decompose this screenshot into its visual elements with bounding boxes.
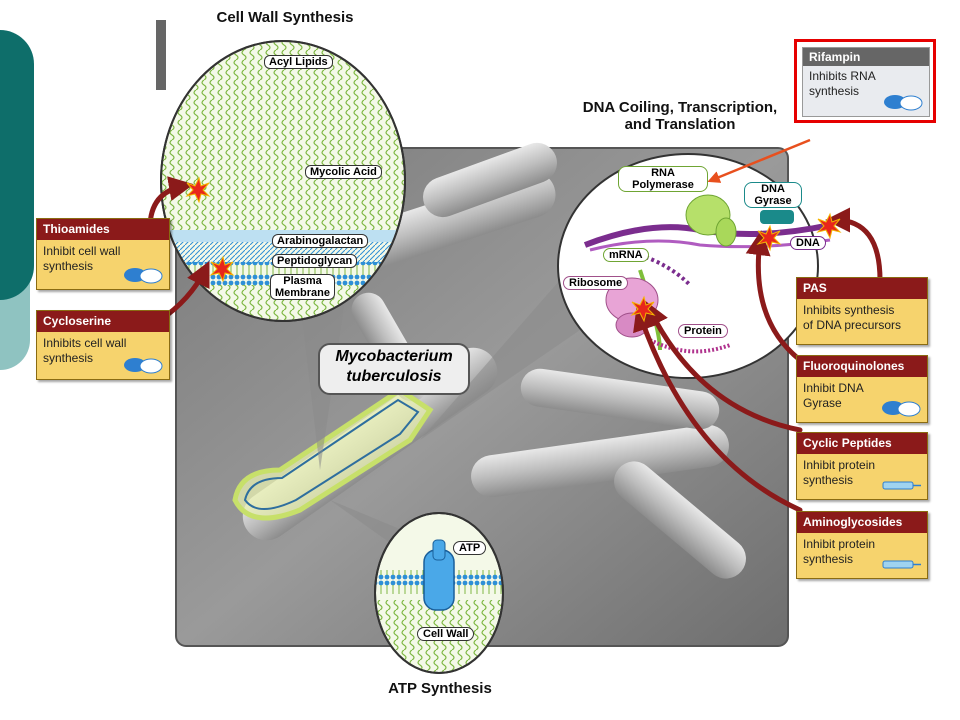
label-atp: ATP bbox=[453, 541, 487, 555]
inhibition-starbursts bbox=[185, 176, 842, 323]
drug-action-line1: Inhibits cell wall bbox=[43, 336, 127, 350]
syringe-icon bbox=[882, 481, 921, 490]
drug-action-line1: Inhibit protein bbox=[803, 537, 876, 551]
label-cell-wall: Cell Wall bbox=[417, 627, 475, 641]
highlighted-bacterium bbox=[232, 386, 434, 521]
drug-action: Inhibit cell wall synthesis bbox=[37, 240, 169, 278]
drug-box-cyclic-peptides: Cyclic Peptides Inhibit protein synthesi… bbox=[796, 432, 928, 500]
drug-action: Inhibits cell wall synthesis bbox=[37, 332, 169, 370]
drug-name: Cycloserine bbox=[37, 311, 169, 332]
label-protein: Protein bbox=[678, 324, 728, 338]
label-rna: RNA bbox=[651, 167, 675, 179]
label-polymerase: Polymerase bbox=[632, 179, 694, 191]
drug-name: Rifampin bbox=[803, 48, 929, 66]
decorative-strip bbox=[156, 20, 166, 90]
drug-name: Thioamides bbox=[37, 219, 169, 240]
label-plasma-membrane: Plasma Membrane bbox=[270, 274, 336, 300]
label-ribosome: Ribosome bbox=[563, 276, 629, 290]
drug-action-line1: Inhibit DNA bbox=[803, 381, 864, 395]
drug-name: Aminoglycosides bbox=[797, 512, 927, 533]
drug-action-line2: of DNA precursors bbox=[803, 318, 902, 332]
drug-action-line1: Inhibits RNA bbox=[809, 69, 876, 83]
cell-wall-panel bbox=[160, 40, 406, 322]
drug-action: Inhibits synthesis of DNA precursors bbox=[797, 299, 927, 337]
drug-name: PAS bbox=[797, 278, 927, 299]
atp-title: ATP Synthesis bbox=[388, 680, 492, 697]
label-mycolic-acid: Mycolic Acid bbox=[305, 165, 382, 179]
label-dna: DNA bbox=[790, 236, 826, 250]
label-rna-polymerase: RNA Polymerase bbox=[618, 166, 708, 192]
organism-line1: Mycobacterium bbox=[335, 348, 453, 365]
drug-action-line2: Gyrase bbox=[803, 396, 842, 410]
organism-line2: tuberculosis bbox=[346, 368, 442, 385]
label-dna-gyrase: DNA Gyrase bbox=[744, 182, 802, 208]
drug-action-line2: synthesis bbox=[43, 351, 94, 365]
drug-action: Inhibit protein synthesis bbox=[797, 533, 927, 571]
pill-icon bbox=[884, 95, 923, 111]
pill-icon bbox=[124, 268, 163, 284]
dna-panel bbox=[557, 153, 831, 379]
drug-box-thioamides: Thioamides Inhibit cell wall synthesis bbox=[36, 218, 170, 290]
drug-action-line2: synthesis bbox=[803, 473, 854, 487]
label-arabinogalactan: Arabinogalactan bbox=[272, 234, 369, 248]
drug-action-line2: synthesis bbox=[809, 84, 860, 98]
syringe-icon bbox=[882, 560, 921, 569]
decorative-bar-teal bbox=[0, 30, 34, 300]
drug-action: Inhibit DNA Gyrase bbox=[797, 377, 927, 415]
label-gyrase-dna: DNA bbox=[761, 183, 785, 195]
label-acyl-lipids: Acyl Lipids bbox=[264, 55, 333, 69]
drug-box-rifampin: Rifampin Inhibits RNA synthesis bbox=[802, 47, 930, 117]
label-plasma: Plasma bbox=[283, 275, 322, 287]
label-membrane: Membrane bbox=[275, 287, 331, 299]
drug-name: Fluoroquinolones bbox=[797, 356, 927, 377]
dna-title-line1: DNA Coiling, Transcription, bbox=[582, 99, 778, 116]
drug-action-line2: synthesis bbox=[43, 259, 94, 273]
drug-action-line1: Inhibits synthesis bbox=[803, 303, 895, 317]
rifampin-highlight: Rifampin Inhibits RNA synthesis bbox=[794, 39, 936, 123]
drug-box-aminoglycosides: Aminoglycosides Inhibit protein synthesi… bbox=[796, 511, 928, 579]
label-gyrase: Gyrase bbox=[754, 195, 792, 207]
drug-box-cycloserine: Cycloserine Inhibits cell wall synthesis bbox=[36, 310, 170, 380]
drug-action-line1: Inhibit cell wall bbox=[43, 244, 121, 258]
drug-action-line1: Inhibit protein bbox=[803, 458, 876, 472]
inhibition-arrows bbox=[147, 176, 883, 513]
drug-box-pas: PAS Inhibits synthesis of DNA precursors bbox=[796, 277, 928, 345]
pill-icon bbox=[882, 401, 921, 417]
rifampin-pointer-arrow bbox=[707, 138, 811, 183]
dna-title-line2: and Translation bbox=[624, 116, 736, 133]
drug-name: Cyclic Peptides bbox=[797, 433, 927, 454]
drug-action: Inhibits RNA synthesis bbox=[803, 66, 929, 102]
label-mrna: mRNA bbox=[603, 248, 649, 262]
dna-callout-wedge bbox=[420, 280, 580, 440]
drug-box-fluoroquinolones: Fluoroquinolones Inhibit DNA Gyrase bbox=[796, 355, 928, 423]
cell-wall-title: Cell Wall Synthesis bbox=[216, 9, 354, 26]
drug-action: Inhibit protein synthesis bbox=[797, 454, 927, 492]
label-peptidoglycan: Peptidoglycan bbox=[272, 254, 358, 268]
organism-label: Mycobacterium tuberculosis bbox=[318, 343, 470, 395]
pill-icon bbox=[124, 358, 163, 374]
atp-panel bbox=[374, 512, 504, 674]
drug-action-line2: synthesis bbox=[803, 552, 854, 566]
